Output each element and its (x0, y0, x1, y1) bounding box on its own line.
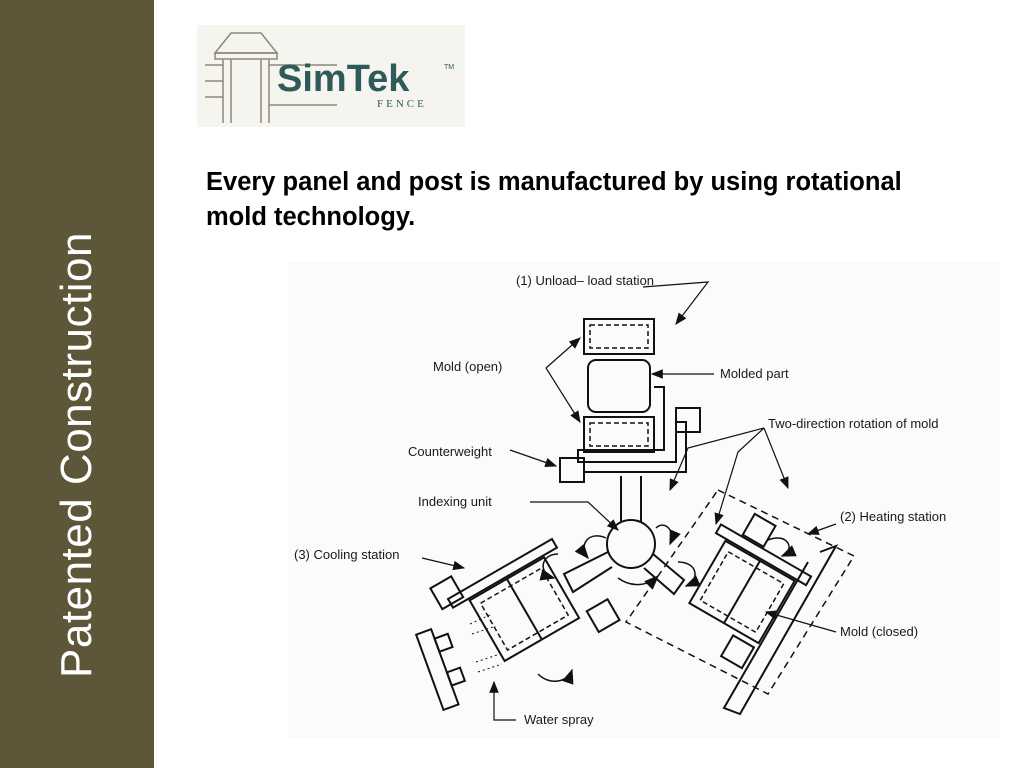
label-heating-station: (2) Heating station (840, 509, 946, 524)
heating-enclosure (624, 489, 856, 695)
counterweight-block (559, 457, 585, 483)
slide-heading: Every panel and post is manufactured by … (206, 168, 902, 231)
label-mold-open: Mold (open) (433, 359, 502, 374)
label-cooling-station: (3) Cooling station (294, 547, 400, 562)
label-unload-load-station: (1) Unload– load station (516, 273, 654, 288)
label-mold-closed: Mold (closed) (840, 624, 918, 639)
indexing-unit-hub (606, 519, 656, 569)
label-indexing-unit: Indexing unit (418, 494, 492, 509)
logo-trademark: TM (444, 64, 454, 71)
molded-part-shape (587, 359, 651, 413)
label-water-spray: Water spray (524, 712, 594, 727)
station1-mold-top (583, 318, 655, 355)
water-spray-bar (414, 627, 467, 712)
label-molded-part: Molded part (720, 366, 789, 381)
station1-block (675, 407, 701, 433)
simtek-logo: SimTek TM FENCE (197, 25, 465, 127)
label-two-direction-rotation: Two-direction rotation of mold (768, 416, 939, 431)
rotational-molding-diagram: (1) Unload– load station Mold (open) Mol… (288, 262, 1000, 738)
station1-mold-bottom (583, 416, 655, 453)
logo-graphic: SimTek TM FENCE (205, 32, 454, 123)
logo-tagline: FENCE (377, 98, 427, 110)
diagram-graphic: (1) Unload– load station Mold (open) Mol… (294, 273, 946, 727)
sidebar-title: Patented Construction (52, 232, 101, 678)
heater-wall (722, 544, 839, 716)
sidebar: Patented Construction (0, 0, 154, 768)
logo-brand: SimTek (277, 58, 410, 100)
label-counterweight: Counterweight (408, 444, 492, 459)
